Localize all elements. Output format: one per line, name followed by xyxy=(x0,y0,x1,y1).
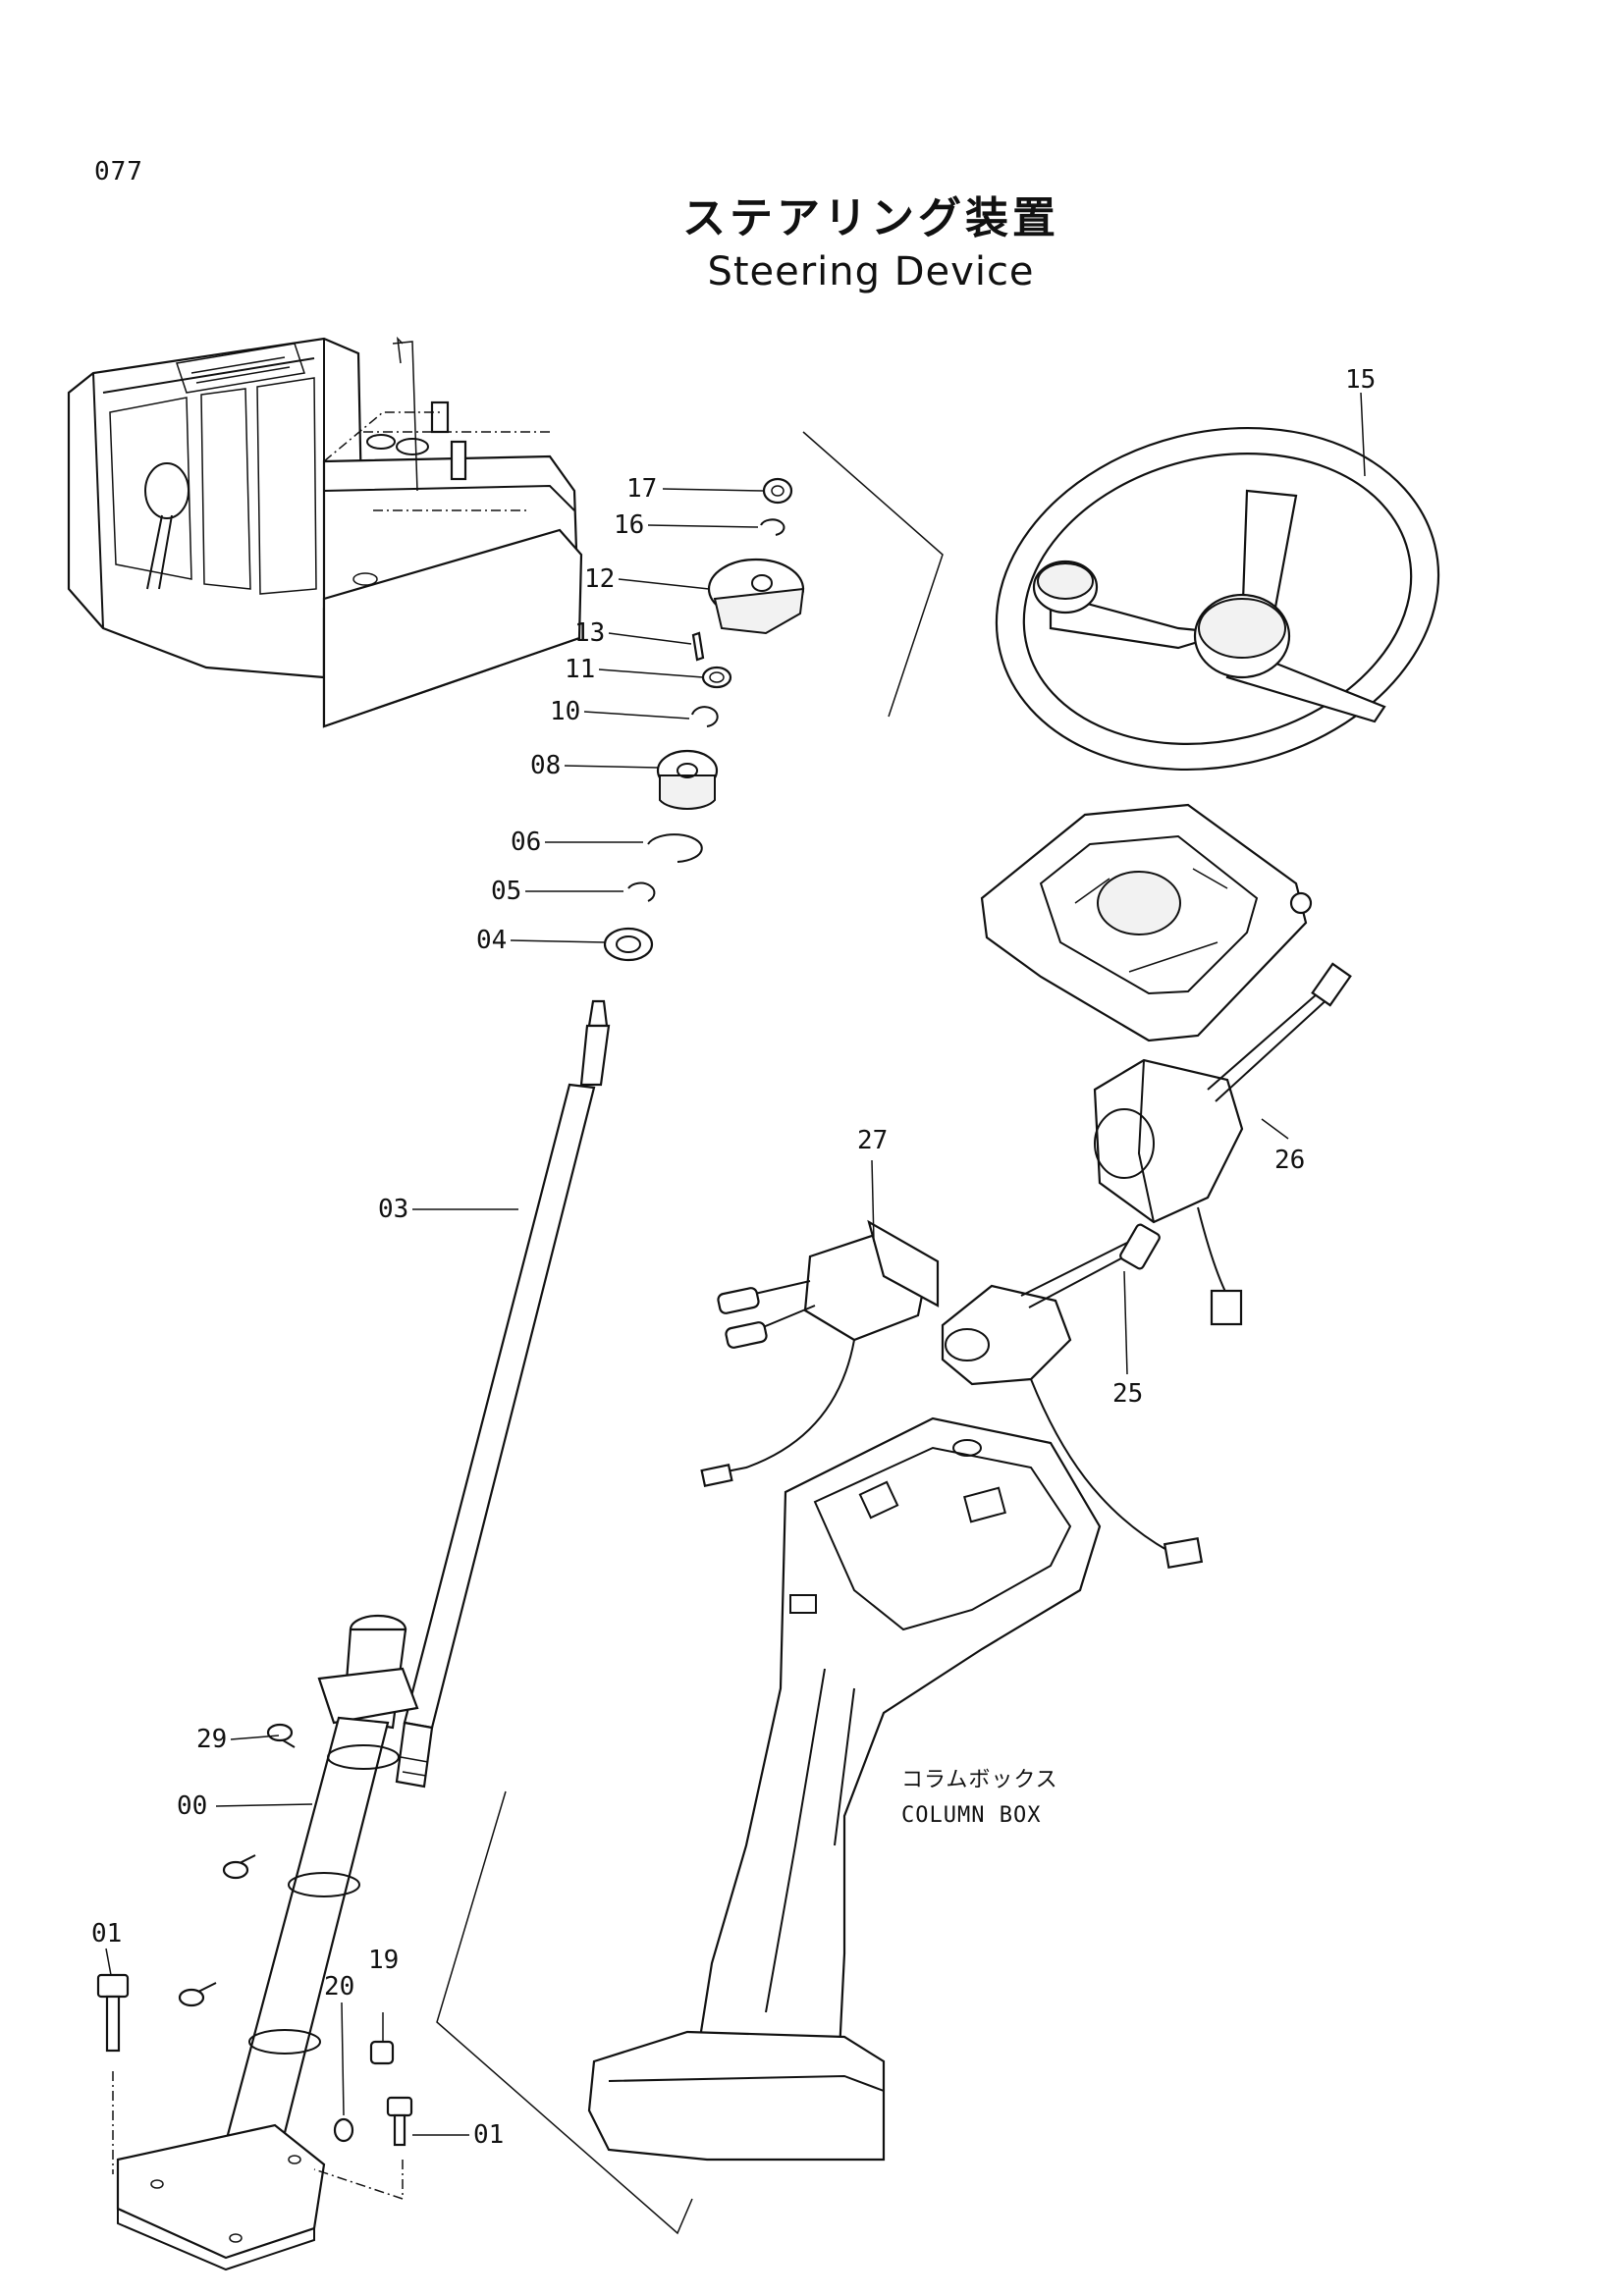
label-part-27: 27 xyxy=(857,1126,888,1155)
switch-26 xyxy=(1093,962,1352,1326)
label-part-13: 13 xyxy=(574,618,605,648)
column-box-label-jp: コラムボックス xyxy=(901,1768,1058,1792)
label-part-17: 17 xyxy=(626,474,657,504)
steering-column xyxy=(116,1614,419,2271)
machine-cab-illustration xyxy=(67,336,583,728)
mounting-bolts xyxy=(96,1973,413,2201)
title-block: ステアリング装置 Steering Device xyxy=(0,183,1624,294)
label-part-01-left: 01 xyxy=(91,1919,122,1949)
label-part-26: 26 xyxy=(1274,1146,1305,1175)
column-box-label-en: COLUMN BOX xyxy=(901,1803,1041,1828)
label-part-16: 16 xyxy=(614,510,644,540)
page-number: 077 xyxy=(94,157,143,187)
switch-27 xyxy=(700,1219,940,1488)
label-part-29: 29 xyxy=(196,1725,227,1754)
column-box xyxy=(587,1416,1102,2162)
label-part-15: 15 xyxy=(1345,365,1376,395)
label-part-00: 00 xyxy=(177,1791,207,1821)
label-part-05: 05 xyxy=(491,877,521,906)
steering-wheel xyxy=(995,426,1440,772)
title-english: Steering Device xyxy=(707,249,1035,294)
steering-shaft xyxy=(395,999,611,1789)
switch-25 xyxy=(941,1223,1204,1570)
label-part-03: 03 xyxy=(378,1195,408,1224)
title-japanese: ステアリング装置 xyxy=(682,193,1059,243)
steering-cover-plate xyxy=(980,803,1313,1042)
label-part-04: 04 xyxy=(476,926,507,955)
label-part-08: 08 xyxy=(530,751,561,780)
leader-lines xyxy=(105,392,1366,2136)
label-part-12: 12 xyxy=(584,564,615,594)
column-box-bracket-line xyxy=(436,1790,693,2235)
label-part-11: 11 xyxy=(565,655,595,684)
label-part-10: 10 xyxy=(550,697,580,726)
label-part-01-right: 01 xyxy=(473,2120,504,2150)
label-part-20: 20 xyxy=(324,1972,354,2002)
shaft-top-parts xyxy=(603,431,944,962)
part-labels: 15 17 16 12 13 11 10 08 06 05 04 03 27 2… xyxy=(91,365,1376,2150)
label-part-06: 06 xyxy=(511,828,541,857)
label-part-25: 25 xyxy=(1112,1379,1143,1409)
label-part-19: 19 xyxy=(368,1946,399,1975)
